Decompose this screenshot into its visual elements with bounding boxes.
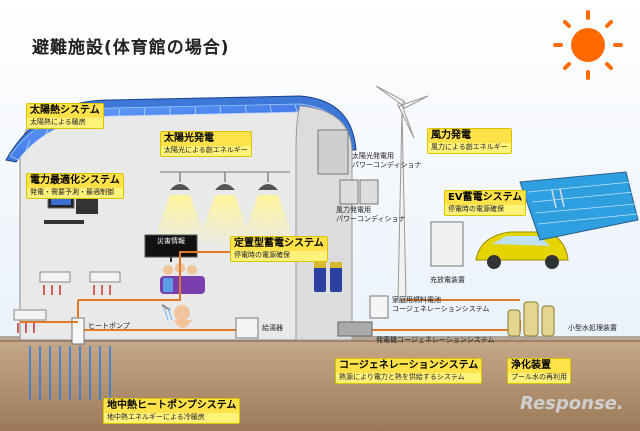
sewage-treatment-label: 小型水処理装置 bbox=[568, 324, 617, 332]
pv-conditioner-label: 太陽光発電用 パワーコンディショナ bbox=[352, 152, 422, 169]
power-optimization-box: 電力最適化システム 発電・需要予測・最適制御 bbox=[26, 173, 124, 199]
evacuees-icon bbox=[160, 263, 205, 294]
ground bbox=[0, 340, 640, 431]
wind-conditioner-label: 風力発電用 パワーコンディショナ bbox=[336, 206, 406, 223]
fuel-cell-label: 家庭用燃料電池 コージェネレーションシステム bbox=[392, 296, 490, 313]
disaster-info-label: 災害情報 bbox=[157, 237, 185, 245]
wind-power-box: 風力発電 風力による創エネルギー bbox=[427, 128, 512, 154]
heat-pump-label: ヒートポンプ bbox=[88, 322, 130, 330]
cogeneration-box: コージェネレーションシステム 熱源により電力と熱を供給するシステム bbox=[335, 358, 483, 384]
generator-unit bbox=[337, 321, 373, 337]
response-logo: Response. bbox=[520, 393, 624, 414]
generator-cogen-label: 発電機コージェネレーションシステム bbox=[376, 336, 495, 344]
air-conditioners-icon bbox=[13, 271, 121, 333]
page-title: 避難施設(体育館の場合) bbox=[32, 38, 230, 58]
pv-power-conditioner bbox=[317, 129, 349, 175]
wind-turbine-icon bbox=[375, 85, 429, 301]
showering-person-icon bbox=[161, 304, 192, 328]
charger-label: 充放電装置 bbox=[430, 276, 465, 284]
sun-icon bbox=[553, 10, 623, 80]
wind-power-conditioner-b bbox=[359, 179, 379, 205]
water-heater-label: 給湯器 bbox=[262, 324, 283, 332]
solar-power-box: 太陽光発電 太陽光による創エネルギー bbox=[160, 131, 252, 157]
fuel-cell-unit bbox=[369, 295, 389, 319]
solar-heat-system-box: 太陽熱システム 太陽熱による暖房 bbox=[26, 103, 104, 129]
charger-unit bbox=[430, 221, 464, 267]
ev-storage-box: EV蓄電システム 停電時の電源確保 bbox=[444, 190, 527, 216]
water-heater-unit bbox=[235, 317, 259, 339]
swimming-pool-icon bbox=[519, 171, 639, 241]
battery-icon bbox=[314, 262, 342, 292]
purification-box: 浄化装置 プール水の再利用 bbox=[507, 358, 571, 384]
wind-power-conditioner-a bbox=[339, 179, 359, 205]
geothermal-box: 地中熱ヒートポンプシステム 地中熱エネルギーによる冷暖房 bbox=[103, 398, 241, 424]
stationary-storage-box: 定置型蓄電システム 停電時の電源確保 bbox=[230, 236, 328, 262]
water-treatment-tanks-icon bbox=[507, 301, 555, 337]
